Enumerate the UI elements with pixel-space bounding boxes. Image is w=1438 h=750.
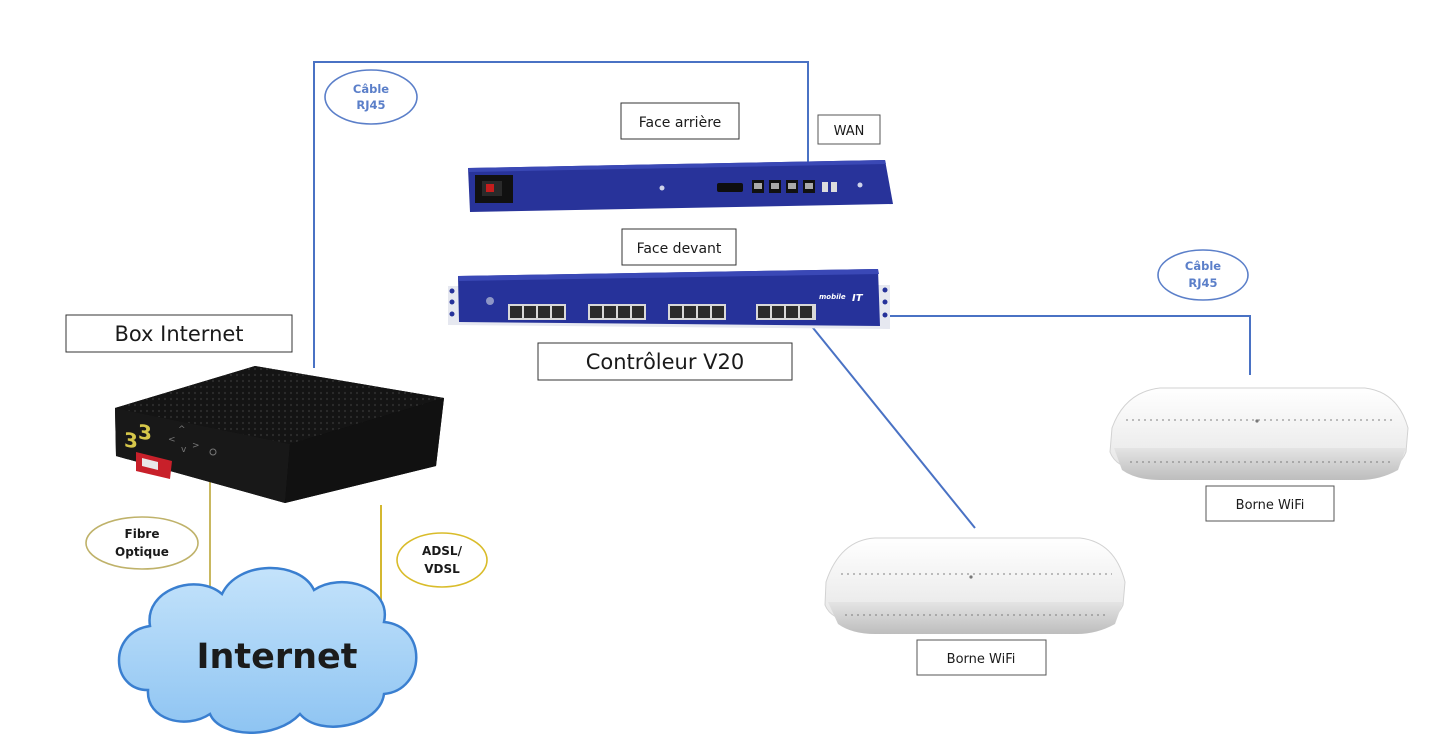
controller-label: Contrôleur V20 — [537, 342, 793, 381]
reset-button-icon — [486, 297, 494, 305]
internet-cloud-icon: Internet — [117, 566, 418, 734]
adsl-callout: ADSL/ VDSL — [396, 532, 488, 588]
connection-lines — [209, 61, 1251, 615]
svg-text:^: ^ — [178, 425, 186, 435]
controller-text: Contrôleur V20 — [586, 350, 745, 374]
box-nav-buttons-icon: < ^ v > — [168, 425, 217, 456]
rj45-callout-right: Câble RJ45 — [1157, 249, 1249, 301]
rj45-callout-top-line2: RJ45 — [356, 98, 385, 112]
box-internet-text: Box Internet — [114, 322, 243, 346]
access-point-1-device — [824, 537, 1126, 634]
fibre-callout: Fibre Optique — [85, 516, 199, 570]
svg-text:3: 3 — [124, 428, 138, 454]
svg-text:3: 3 — [138, 419, 152, 445]
controller-rear-device — [468, 160, 893, 212]
ap1-text: Borne WiFi — [947, 652, 1016, 667]
svg-text:<: < — [168, 435, 176, 445]
rj45-callout-top-line1: Câble — [353, 82, 389, 96]
ap1-label: Borne WiFi — [916, 639, 1047, 676]
wan-label: WAN — [817, 114, 881, 145]
box-internet-device: 3 3 < ^ v > — [115, 366, 444, 503]
ap2-text: Borne WiFi — [1236, 498, 1305, 513]
svg-text:>: > — [192, 441, 200, 451]
box-internet-label: Box Internet — [65, 314, 293, 353]
rear-face-label: Face arrière — [620, 102, 740, 140]
fibre-callout-line2: Optique — [115, 545, 169, 559]
controller-front-device: mobile IT — [448, 269, 890, 329]
front-brand-suffix-text: IT — [852, 293, 864, 304]
rj45-callout-top: Câble RJ45 — [324, 69, 418, 125]
rj45-cable-controller-to-ap2 — [870, 315, 1251, 375]
ap2-label: Borne WiFi — [1205, 485, 1335, 522]
front-port-group-3 — [668, 304, 726, 320]
front-brand-text: mobile — [819, 293, 846, 301]
rear-face-text: Face arrière — [639, 115, 722, 131]
access-point-2-device — [1109, 387, 1409, 480]
rj45-callout-right-line2: RJ45 — [1188, 276, 1217, 290]
front-port-group-4 — [756, 304, 816, 320]
rj45-cable-box-to-wan — [313, 61, 809, 368]
rj45-cable-controller-to-ap1 — [804, 317, 976, 529]
wan-text: WAN — [834, 124, 865, 139]
front-face-text: Face devant — [637, 241, 722, 257]
front-port-group-2 — [588, 304, 646, 320]
front-face-label: Face devant — [621, 228, 737, 266]
rj45-callout-right-line1: Câble — [1185, 259, 1221, 273]
rear-ethernet-ports — [752, 180, 815, 193]
box-display-logo: 3 3 — [124, 419, 152, 453]
fibre-callout-line1: Fibre — [125, 527, 160, 541]
svg-text:v: v — [181, 445, 187, 455]
front-port-group-1 — [508, 304, 566, 320]
cloud-text: Internet — [196, 637, 357, 677]
adsl-callout-line2: VDSL — [424, 562, 460, 576]
serial-port-icon — [717, 183, 743, 192]
adsl-callout-line1: ADSL/ — [422, 544, 463, 558]
